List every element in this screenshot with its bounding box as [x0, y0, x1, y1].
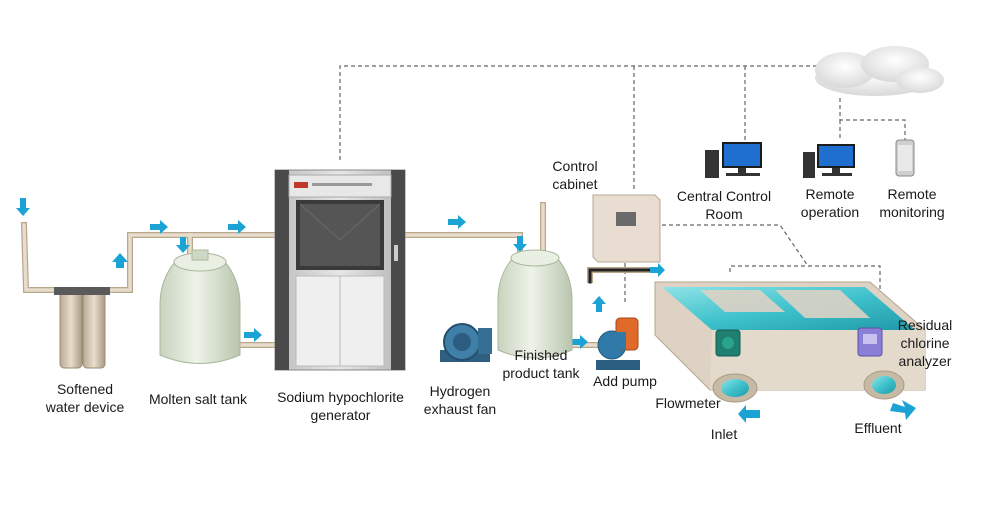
- central-control-computer-icon: [705, 142, 762, 178]
- label-inlet: Inlet: [694, 425, 754, 443]
- label-line: analyzer: [898, 353, 952, 369]
- label-line: Central Control: [676, 188, 772, 204]
- label-line: Finished: [514, 347, 568, 363]
- label-line: operation: [800, 204, 860, 220]
- label-line: Effluent: [854, 420, 902, 436]
- label-line: Control: [552, 158, 598, 174]
- softened-water-device: [54, 287, 110, 369]
- label-line: Sodium hypochlorite: [277, 389, 404, 405]
- molten-salt-tank: [159, 249, 241, 364]
- remote-operation-computer-icon: [803, 144, 855, 178]
- label-line: Room: [705, 206, 743, 222]
- label-line: chlorine: [900, 335, 950, 351]
- label-sodium-hypochlorite-generator: Sodium hypochlorite generator: [268, 388, 413, 424]
- label-line: Hydrogen: [429, 383, 491, 399]
- label-residual-chlorine-analyzer: Residual chlorine analyzer: [890, 316, 960, 370]
- label-molten-salt-tank: Molten salt tank: [138, 390, 258, 408]
- label-line: Remote: [887, 186, 937, 202]
- hydrogen-exhaust-fan: [440, 323, 492, 362]
- cloud-icon: [815, 46, 944, 96]
- control-cabinet: [592, 194, 661, 263]
- label-line: Residual: [897, 317, 953, 333]
- remote-monitoring-phone-icon: [895, 139, 915, 177]
- label-line: Molten salt tank: [148, 391, 248, 407]
- label-control-cabinet: Control cabinet: [540, 157, 610, 193]
- treatment-pool: [654, 281, 926, 403]
- label-line: Softened: [56, 381, 114, 397]
- add-pump: [596, 317, 640, 370]
- finished-product-tank: [497, 249, 573, 359]
- label-line: product tank: [502, 365, 580, 381]
- label-effluent: Effluent: [845, 419, 911, 437]
- residual-chlorine-analyzer: [857, 327, 883, 357]
- label-softened-water-device: Softened water device: [45, 380, 125, 416]
- label-line: exhaust fan: [423, 401, 497, 417]
- sodium-hypochlorite-generator: [274, 169, 406, 371]
- label-line: Flowmeter: [655, 395, 721, 411]
- label-line: Add pump: [593, 373, 657, 389]
- label-line: Remote: [805, 186, 855, 202]
- label-line: generator: [310, 407, 371, 423]
- label-remote-monitoring: Remote monitoring: [870, 185, 954, 221]
- label-central-control-room: Central Control Room: [666, 187, 782, 223]
- label-flowmeter: Flowmeter: [646, 394, 730, 412]
- flowmeter: [715, 329, 741, 357]
- label-line: cabinet: [552, 176, 598, 192]
- label-remote-operation: Remote operation: [790, 185, 870, 221]
- label-line: Inlet: [710, 426, 738, 442]
- label-line: water device: [45, 399, 125, 415]
- label-add-pump: Add pump: [580, 372, 670, 390]
- label-finished-product-tank: Finished product tank: [493, 346, 589, 382]
- label-line: monitoring: [879, 204, 945, 220]
- label-hydrogen-exhaust-fan: Hydrogen exhaust fan: [410, 382, 510, 418]
